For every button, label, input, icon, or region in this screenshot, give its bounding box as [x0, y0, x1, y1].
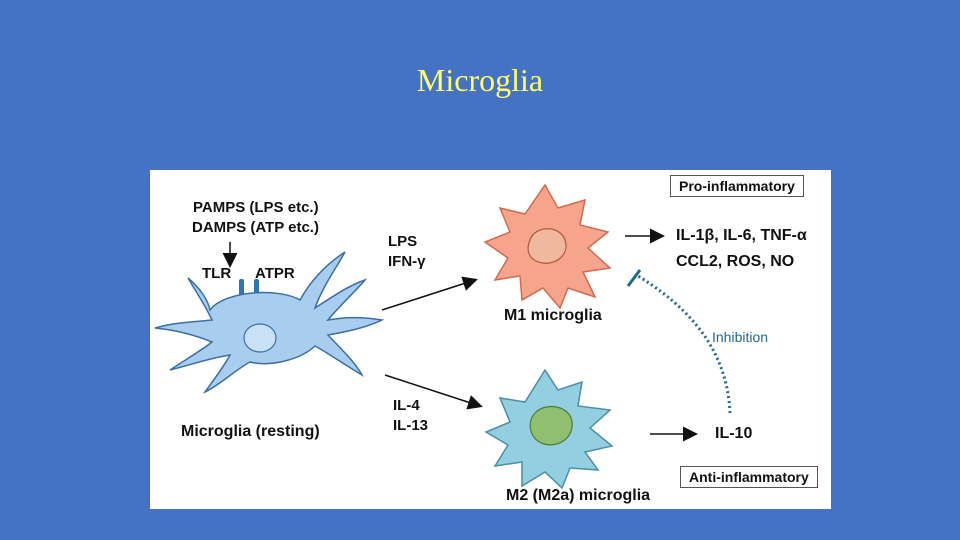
m2-output-il10: IL-10 [715, 425, 753, 442]
microglia-figure: PAMPS (LPS etc.) DAMPS (ATP etc.) TLR AT… [150, 170, 831, 509]
m1-stimulus-lps: LPS [388, 233, 418, 250]
pro-inflammatory-box: Pro-inflammatory [670, 175, 804, 197]
resting-microglia-cell [154, 251, 385, 394]
tlr-label: TLR [202, 265, 232, 282]
inhibition-label: Inhibition [712, 329, 769, 345]
m1-microglia-label: M1 microglia [504, 307, 602, 324]
m1-output-cytokines: IL-1β, IL-6, TNF-α [676, 227, 807, 244]
m2-microglia-cell [484, 368, 614, 490]
inhibition-bar [626, 269, 642, 287]
m1-output-other: CCL2, ROS, NO [676, 253, 795, 270]
m1-microglia-cell [483, 183, 612, 310]
m2-microglia-label: M2 (M2a) microglia [506, 487, 651, 504]
slide-title: Microglia [416, 62, 544, 98]
diagram-graphics [154, 183, 732, 490]
anti-inflammatory-box: Anti-inflammatory [680, 466, 818, 488]
inhibition-line [637, 274, 732, 414]
trigger-label-damps: DAMPS (ATP etc.) [192, 219, 319, 236]
resting-microglia-label: Microglia (resting) [181, 423, 320, 440]
m1-stimulus-ifn: IFN-γ [388, 253, 426, 270]
m2-stimulus-il4: IL-4 [393, 397, 420, 414]
arrow-to-m2 [384, 374, 483, 410]
trigger-label-pamps: PAMPS (LPS etc.) [193, 199, 319, 216]
arrow-to-m1 [381, 276, 478, 311]
m2-stimulus-il13: IL-13 [393, 417, 429, 434]
atpr-label: ATPR [255, 265, 295, 282]
